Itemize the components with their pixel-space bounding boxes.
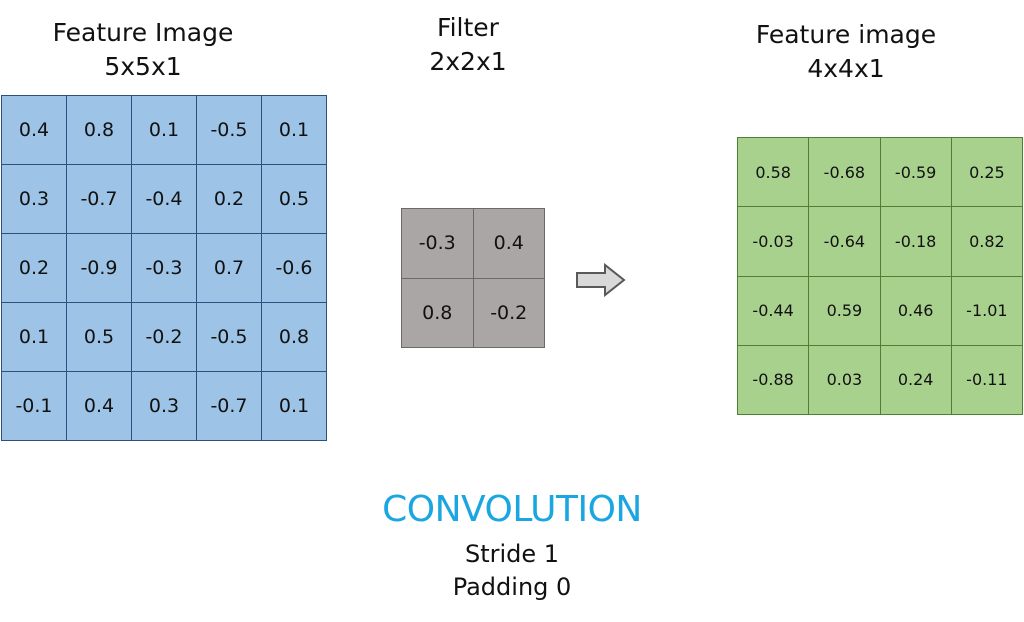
filter-cell: -0.3 [402, 209, 474, 279]
padding-label: Padding 0 [452, 573, 572, 601]
filter-cell: 0.8 [402, 278, 474, 348]
output-cell: 0.46 [880, 276, 952, 346]
output-cell: -1.01 [951, 276, 1023, 346]
input-cell: 0.1 [262, 372, 327, 441]
input-cell: 0.3 [132, 372, 197, 441]
output-cell: -0.68 [809, 138, 881, 208]
output-cell: -0.11 [951, 345, 1023, 415]
input-cell: 0.1 [132, 96, 197, 165]
output-cell: 0.59 [809, 276, 881, 346]
right-arrow-icon [576, 262, 626, 298]
output-cell: 0.03 [809, 345, 881, 415]
output-cell: -0.44 [738, 276, 810, 346]
input-matrix-size: 5x5x1 [104, 52, 182, 81]
input-cell: 0.5 [262, 165, 327, 234]
input-cell: -0.4 [132, 165, 197, 234]
input-matrix-title: Feature Image 5x5x1 [33, 16, 253, 84]
input-cell: 0.1 [262, 96, 327, 165]
input-cell: 0.2 [197, 165, 262, 234]
filter-matrix-name: Filter [437, 13, 499, 42]
input-cell: 0.7 [197, 234, 262, 303]
filter-cell: -0.2 [473, 278, 545, 348]
input-cell: -0.6 [262, 234, 327, 303]
right-arrow-shape [576, 262, 626, 298]
stride-label: Stride 1 [464, 540, 560, 568]
input-cell: -0.9 [67, 234, 132, 303]
output-cell: 0.24 [880, 345, 952, 415]
output-cell: -0.03 [738, 207, 810, 277]
output-cell: 0.25 [951, 138, 1023, 208]
filter-matrix-title: Filter 2x2x1 [398, 11, 538, 79]
output-cell: -0.88 [738, 345, 810, 415]
input-cell: -0.7 [197, 372, 262, 441]
output-matrix-size: 4x4x1 [807, 54, 885, 83]
input-cell: -0.5 [197, 303, 262, 372]
output-matrix-title: Feature image 4x4x1 [736, 18, 956, 86]
output-cell: 0.82 [951, 207, 1023, 277]
input-cell: 0.5 [67, 303, 132, 372]
input-cell: 0.2 [2, 234, 67, 303]
input-cell: 0.8 [67, 96, 132, 165]
input-cell: -0.1 [2, 372, 67, 441]
output-cell: -0.18 [880, 207, 952, 277]
input-cell: 0.3 [2, 165, 67, 234]
output-cell: -0.64 [809, 207, 881, 277]
input-cell: -0.3 [132, 234, 197, 303]
input-cell: -0.7 [67, 165, 132, 234]
input-matrix-name: Feature Image [52, 18, 234, 47]
filter-matrix-size: 2x2x1 [429, 47, 507, 76]
output-cell: -0.59 [880, 138, 952, 208]
input-cell: -0.2 [132, 303, 197, 372]
operation-title: CONVOLUTION [382, 489, 642, 530]
output-matrix-name: Feature image [755, 20, 937, 49]
filter-cell: 0.4 [473, 209, 545, 279]
input-cell: 0.4 [67, 372, 132, 441]
input-cell: -0.5 [197, 96, 262, 165]
output-cell: 0.58 [738, 138, 810, 208]
input-cell: 0.4 [2, 96, 67, 165]
input-cell: 0.1 [2, 303, 67, 372]
input-cell: 0.8 [262, 303, 327, 372]
